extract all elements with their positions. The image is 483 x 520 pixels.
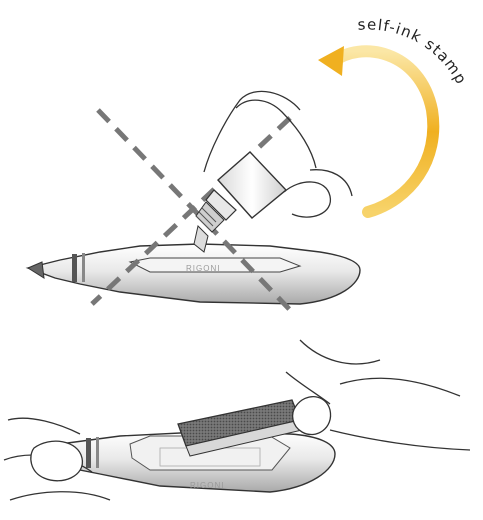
right-hand	[285, 339, 471, 451]
prohibited-cross-icon	[90, 108, 294, 314]
rotate-arrow-icon	[318, 45, 440, 218]
left-hand	[3, 417, 111, 501]
ink-bottle	[193, 151, 288, 253]
hand-holding-bottle	[203, 90, 353, 218]
pen-body-bottom: RIGONI	[59, 431, 336, 493]
brand-label-bottom: RIGONI	[190, 481, 224, 490]
refill-step-panel: self-ink stamp RIGONI	[25, 15, 470, 314]
pen-body-top: RIGONI	[25, 243, 361, 305]
insert-stamp-panel: RIGONI	[3, 339, 471, 501]
stamp-pad	[177, 399, 303, 457]
brand-label-top: RIGONI	[186, 264, 220, 273]
